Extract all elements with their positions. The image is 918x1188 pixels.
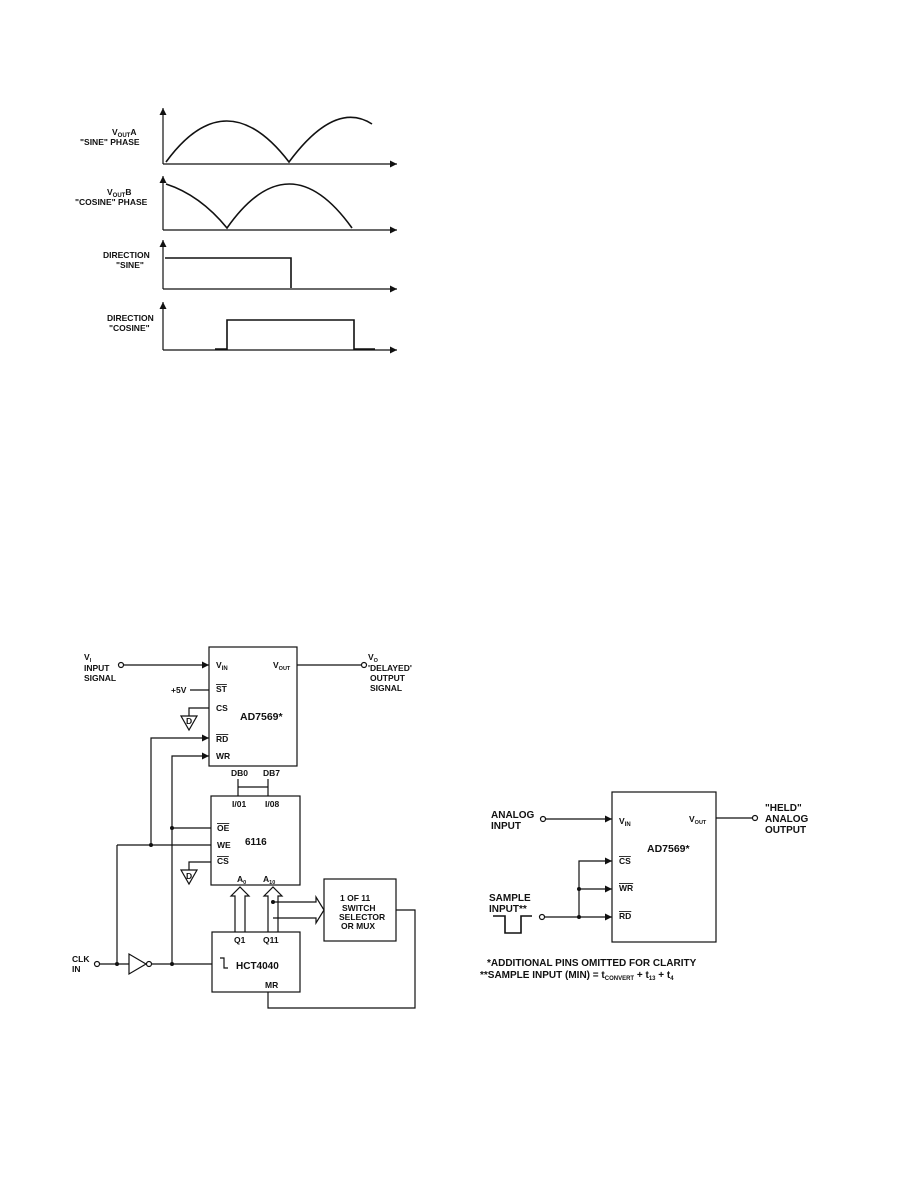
clk-label-1: CLK bbox=[72, 954, 90, 964]
sh-adc-name: AD7569* bbox=[647, 843, 691, 855]
delayed-1: 'DELAYED' bbox=[368, 663, 412, 673]
mux-bus-arrow bbox=[273, 894, 325, 926]
cosine-phase-waveform bbox=[165, 183, 353, 230]
sine-phase-label: "SINE" PHASE bbox=[80, 137, 140, 147]
pin-mr: MR bbox=[265, 980, 278, 990]
plus5v-label: +5V bbox=[171, 685, 187, 695]
ram-name: 6116 bbox=[245, 837, 267, 848]
waveform-diagram: VOUTA "SINE" PHASE VOUTB "COSINE" PHASE … bbox=[75, 108, 397, 354]
pin-rd: RD bbox=[216, 734, 228, 744]
pin-st: ST bbox=[216, 684, 228, 694]
direction-sine-label-1: DIRECTION bbox=[103, 250, 150, 260]
sh-pin-vin: VIN bbox=[619, 816, 631, 828]
sample-pulse-symbol bbox=[493, 915, 532, 934]
ground-symbol-2 bbox=[179, 869, 199, 886]
pin-wr: WR bbox=[216, 751, 230, 761]
vouta-label: VOUTA bbox=[112, 127, 136, 139]
analog-input-2: INPUT bbox=[491, 821, 521, 832]
counter-name: HCT4040 bbox=[236, 961, 279, 972]
pin-we: WE bbox=[217, 840, 231, 850]
ad7569-name: AD7569* bbox=[240, 711, 284, 723]
footnote-2: **SAMPLE INPUT (MIN) = tCONVERT + t13 + … bbox=[480, 970, 674, 982]
clock-edge-symbol bbox=[220, 957, 228, 969]
pin-db0: DB0 bbox=[231, 768, 248, 778]
pin-cs2: CS bbox=[217, 856, 229, 866]
clk-label-2: IN bbox=[72, 964, 81, 974]
pin-q11: Q11 bbox=[263, 935, 279, 945]
pin-cs: CS bbox=[216, 703, 228, 713]
footnote-1: *ADDITIONAL PINS OMITTED FOR CLARITY bbox=[487, 958, 697, 969]
hct4040-chip bbox=[211, 931, 301, 993]
ad7569-chip bbox=[208, 646, 298, 767]
pin-oe: OE bbox=[217, 823, 230, 833]
analog-input-1: ANALOG bbox=[491, 810, 535, 821]
held-2: ANALOG bbox=[765, 814, 809, 825]
sh-pin-rd: RD bbox=[619, 911, 631, 921]
mux-label-4: OR MUX bbox=[341, 921, 375, 931]
sample-input-terminal bbox=[538, 913, 546, 921]
sample-label-2: INPUT** bbox=[489, 904, 527, 915]
pin-q1: Q1 bbox=[234, 935, 246, 945]
pin-db7: DB7 bbox=[263, 768, 280, 778]
pin-io8: I/08 bbox=[265, 799, 279, 809]
input-signal-1: INPUT bbox=[84, 663, 110, 673]
held-1: "HELD" bbox=[765, 803, 802, 814]
vo-terminal bbox=[360, 661, 368, 669]
mux-label-3: SELECTOR bbox=[339, 912, 385, 922]
vi-terminal bbox=[117, 661, 125, 669]
sh-pin-wr: WR bbox=[619, 883, 633, 893]
ram-6116-chip bbox=[210, 795, 301, 886]
clk-terminal bbox=[93, 960, 101, 968]
svg-text:D: D bbox=[186, 716, 192, 726]
voutb-label: VOUTB bbox=[107, 187, 131, 199]
sine-phase-waveform bbox=[165, 116, 373, 164]
sh-pin-cs: CS bbox=[619, 856, 631, 866]
sh-ad7569-chip bbox=[611, 791, 717, 943]
svg-text:D: D bbox=[186, 871, 192, 881]
inverter-symbol bbox=[128, 952, 148, 976]
cosine-phase-label: "COSINE" PHASE bbox=[75, 197, 148, 207]
pin-io1: I/01 bbox=[232, 799, 246, 809]
vo-label: VO bbox=[368, 652, 379, 664]
sh-pin-vout: VOUT bbox=[689, 814, 707, 826]
direction-cosine-label-1: DIRECTION bbox=[107, 313, 154, 323]
mux-label-2: SWITCH bbox=[342, 903, 376, 913]
pin-vin: VIN bbox=[216, 660, 228, 672]
pin-a10: A10 bbox=[263, 874, 275, 886]
mux-label-1: 1 OF 11 bbox=[340, 893, 371, 903]
vi-label: VI bbox=[84, 652, 92, 664]
held-3: OUTPUT bbox=[765, 825, 806, 836]
held-output-terminal bbox=[751, 814, 759, 822]
address-bus-arrow bbox=[229, 886, 251, 932]
pin-vout: VOUT bbox=[273, 660, 291, 672]
sample-hold-circuit: AD7569* VIN VOUT CS WR RD ANALOG INPUT "… bbox=[480, 791, 809, 982]
delayed-2: OUTPUT bbox=[370, 673, 406, 683]
direction-sine-label-2: "SINE" bbox=[116, 260, 144, 270]
pin-a0: A0 bbox=[237, 874, 246, 886]
delay-line-circuit: AD7569* VIN VOUT ST CS RD WR DB0 DB7 611… bbox=[72, 646, 416, 1009]
input-signal-2: SIGNAL bbox=[84, 673, 116, 683]
analog-input-terminal bbox=[539, 815, 547, 823]
ground-symbol-1 bbox=[179, 715, 199, 732]
delayed-3: SIGNAL bbox=[370, 683, 402, 693]
direction-sine-waveform bbox=[165, 257, 292, 288]
direction-cosine-waveform bbox=[215, 319, 375, 350]
direction-cosine-label-2: "COSINE" bbox=[109, 323, 150, 333]
sample-label-1: SAMPLE bbox=[489, 893, 531, 904]
waveform-axes bbox=[159, 108, 397, 354]
